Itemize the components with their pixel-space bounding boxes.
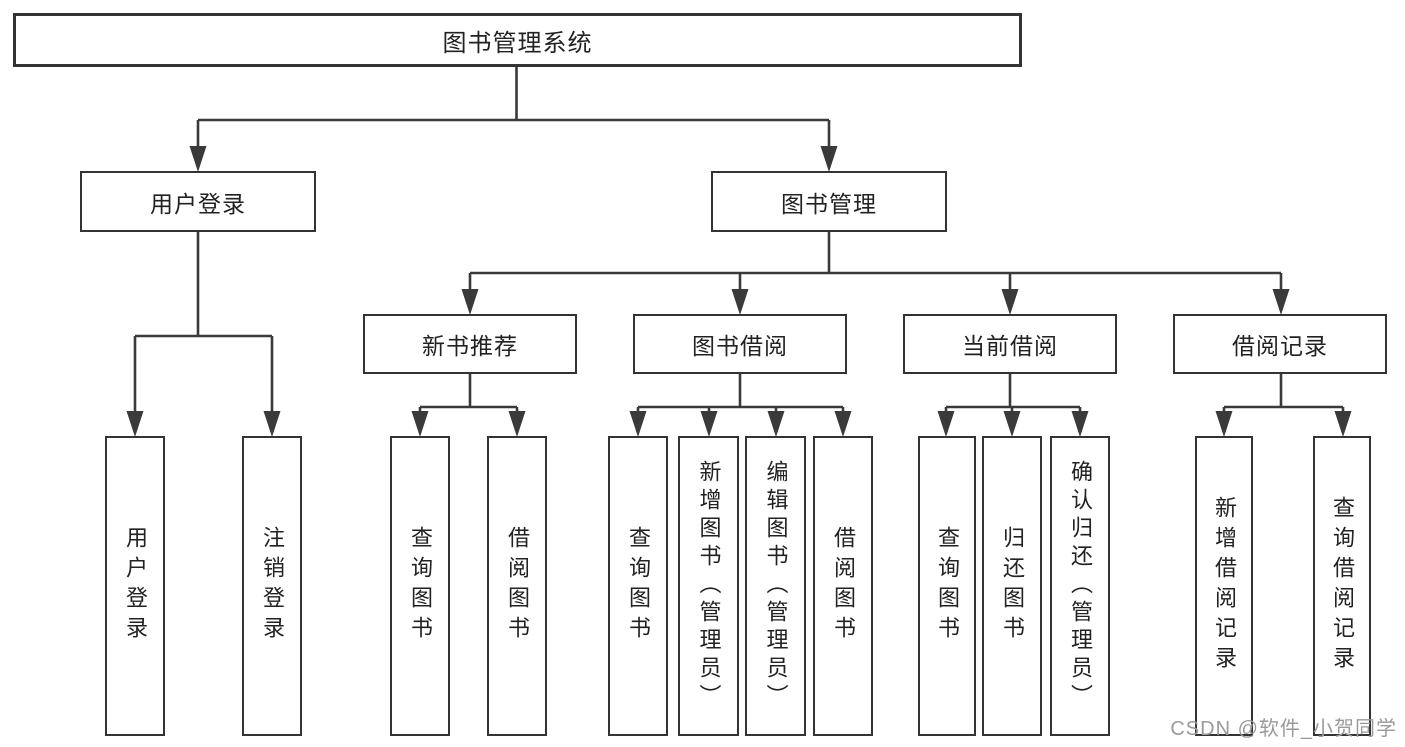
node-current-borrowing: 当前借阅 [903, 314, 1117, 374]
node-label: 借阅图书 [505, 526, 530, 646]
leaf-query-books-borrowing: 查询图书 [608, 436, 668, 736]
leaf-add-borrow-record: 新增借阅记录 [1195, 436, 1253, 736]
leaf-add-books-admin: 新增图书（管理员） [678, 436, 739, 736]
node-label: 用户登录 [123, 526, 148, 646]
node-library-management-system: 图书管理系统 [13, 13, 1022, 67]
node-label: 用户登录 [150, 190, 246, 217]
node-label: 借阅记录 [1232, 333, 1328, 359]
node-label: 注销登录 [260, 526, 285, 646]
node-label: 查询图书 [935, 526, 960, 646]
node-borrow-records: 借阅记录 [1173, 314, 1387, 374]
leaf-logout: 注销登录 [242, 436, 302, 736]
node-label: 新增图书（管理员） [696, 460, 722, 712]
node-label: 归还图书 [1000, 526, 1025, 646]
csdn-watermark: CSDN @软件_小贺同学 [1170, 718, 1397, 740]
node-label: 新增借阅记录 [1212, 496, 1237, 676]
node-label: 借阅图书 [831, 526, 856, 646]
node-label: 查询图书 [408, 526, 433, 646]
leaf-query-borrow-record: 查询借阅记录 [1313, 436, 1371, 736]
node-label: 图书管理 [781, 190, 877, 217]
leaf-query-books-current: 查询图书 [918, 436, 976, 736]
node-label: 图书管理系统 [442, 29, 593, 57]
leaf-query-books-recommend: 查询图书 [390, 436, 450, 736]
node-new-book-recommendation: 新书推荐 [363, 314, 577, 374]
node-user-login: 用户登录 [80, 171, 316, 232]
node-label: 确认归还（管理员） [1068, 460, 1093, 712]
leaf-confirm-return-admin: 确认归还（管理员） [1050, 436, 1110, 736]
node-label: 查询借阅记录 [1330, 496, 1355, 676]
node-label: 当前借阅 [962, 333, 1058, 359]
leaf-borrow-books-recommend: 借阅图书 [487, 436, 547, 736]
leaf-borrow-books-borrowing: 借阅图书 [813, 436, 873, 736]
leaf-user-login: 用户登录 [105, 436, 165, 736]
node-book-borrowing: 图书借阅 [633, 314, 847, 374]
node-book-management: 图书管理 [711, 171, 947, 232]
leaf-return-books: 归还图书 [982, 436, 1042, 736]
node-label: 图书借阅 [692, 333, 788, 359]
leaf-edit-books-admin: 编辑图书（管理员） [745, 436, 806, 736]
node-label: 编辑图书（管理员） [763, 460, 789, 712]
node-label: 查询图书 [626, 526, 651, 646]
node-label: 新书推荐 [422, 333, 518, 359]
